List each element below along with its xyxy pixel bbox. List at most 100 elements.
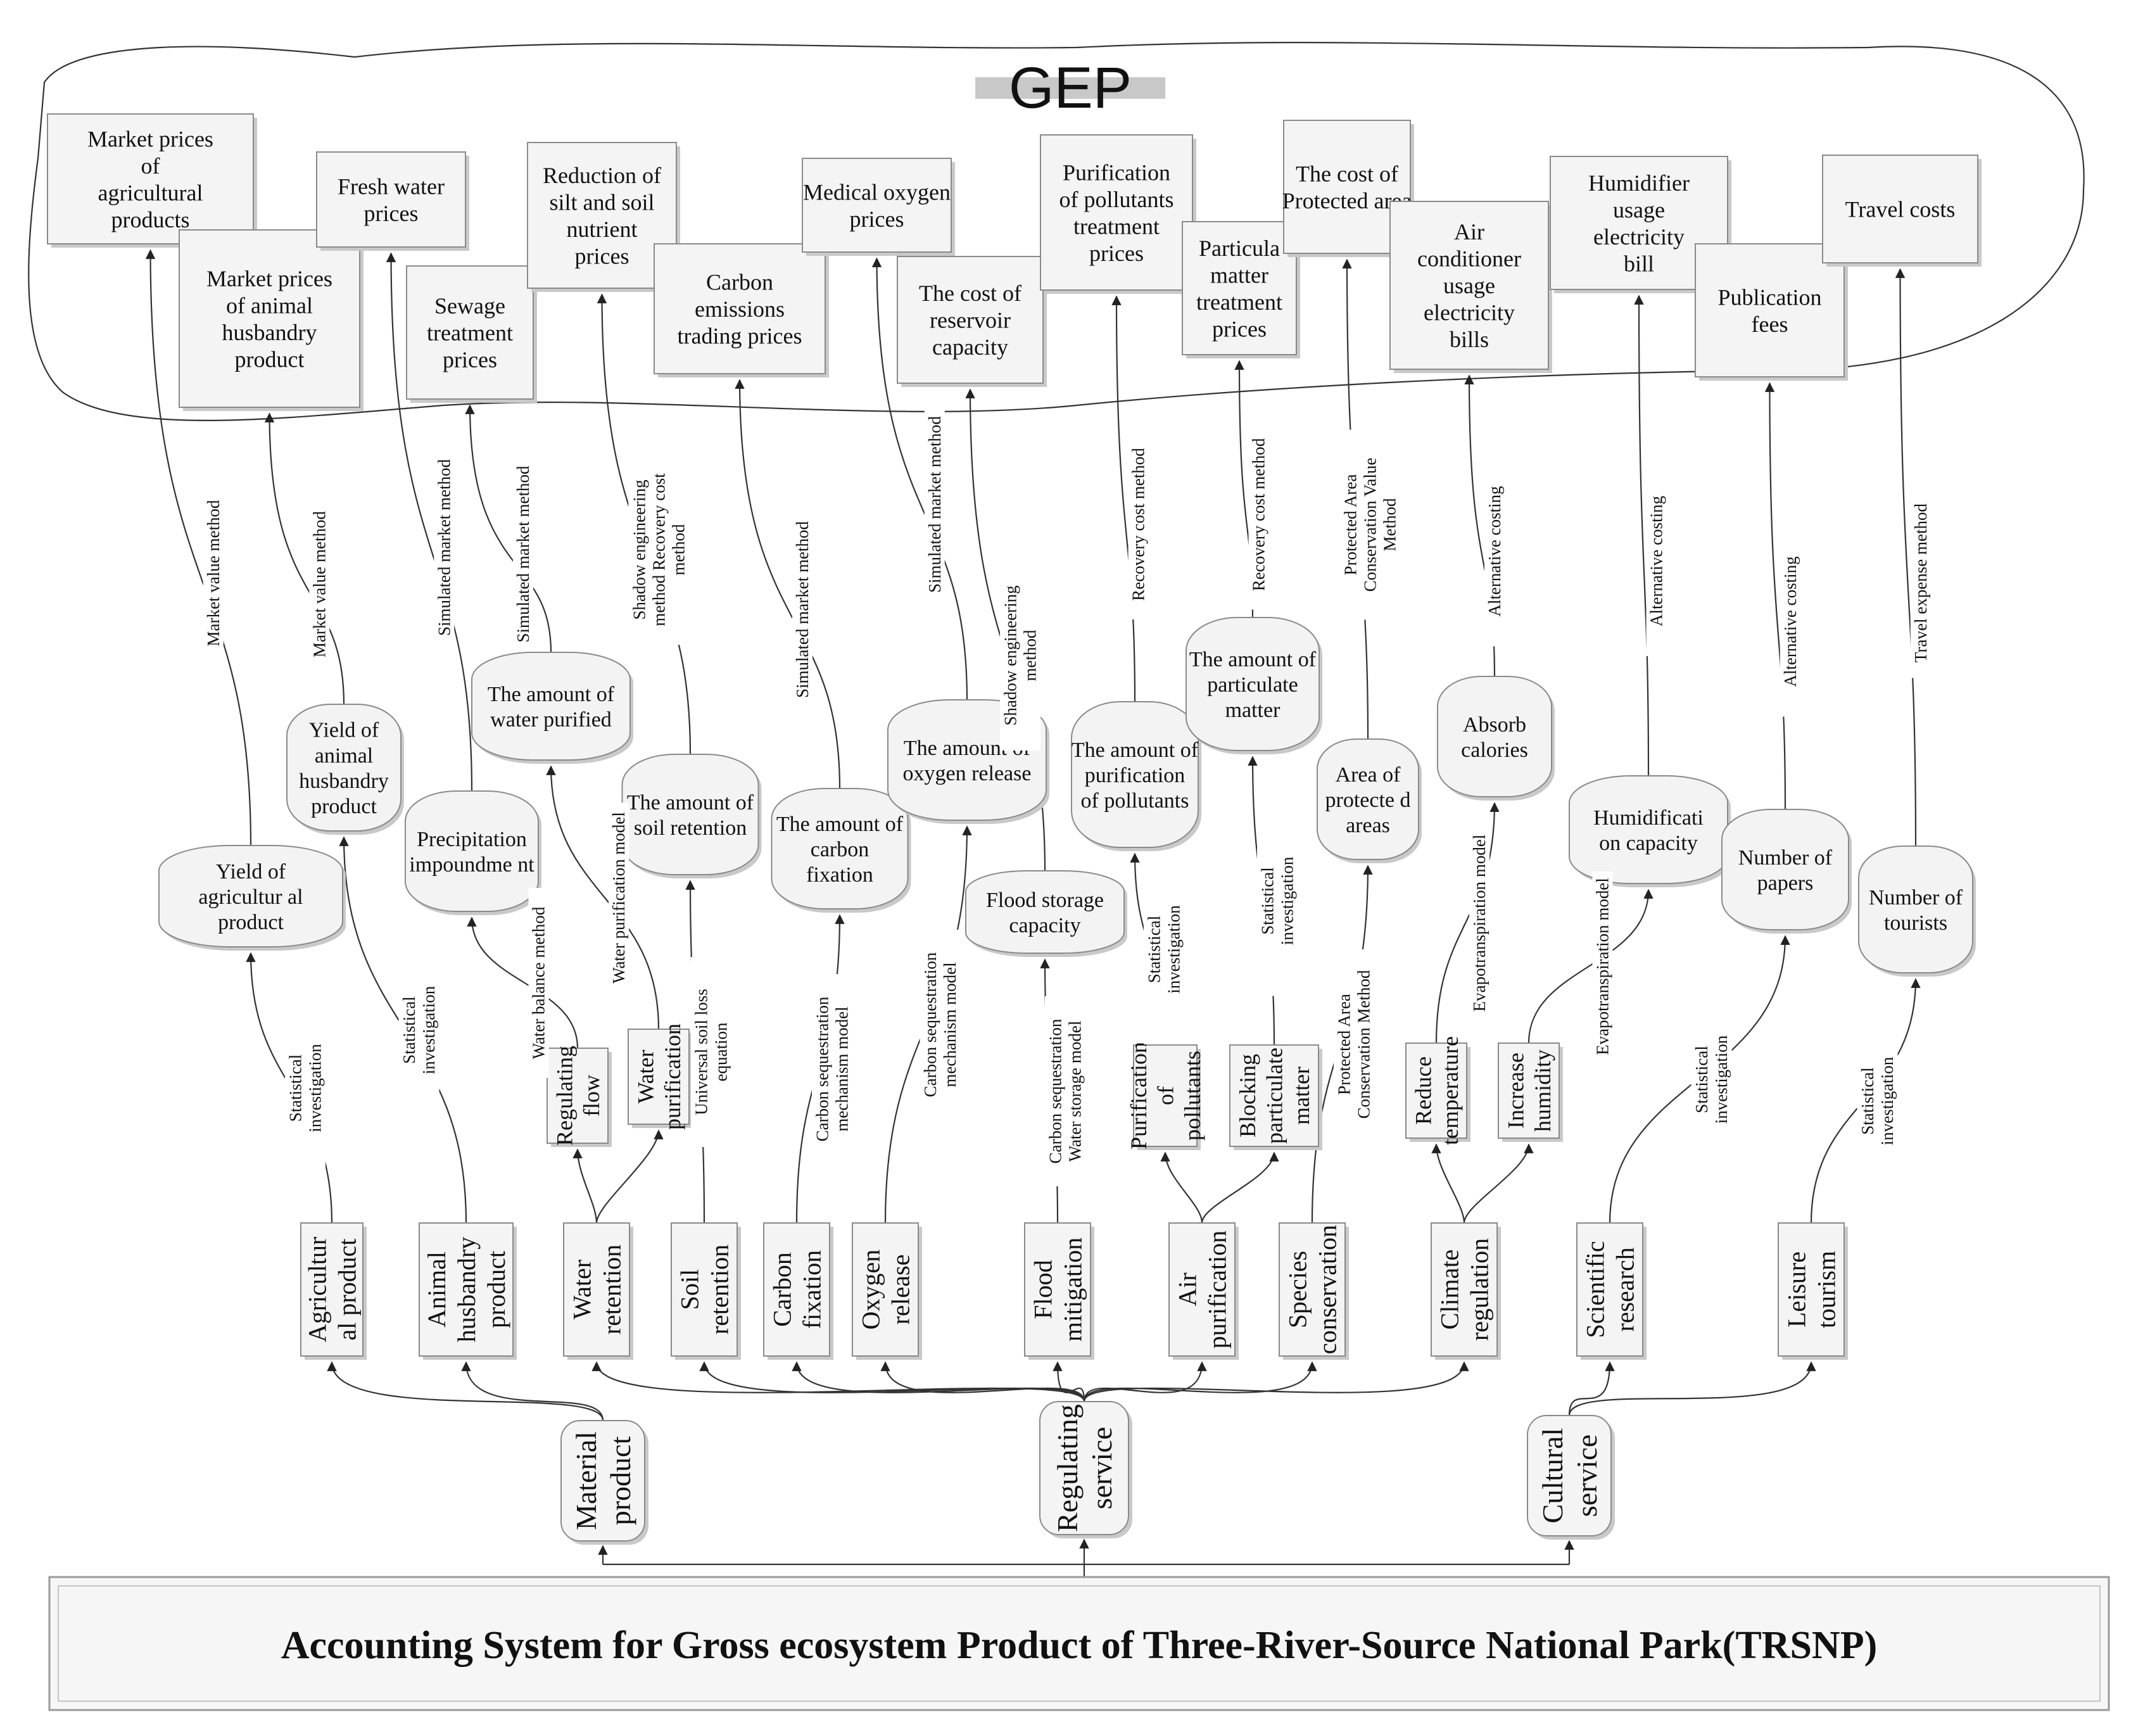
quantity-q_absorb-arrow bbox=[1435, 802, 1500, 1044]
price-p_pub-method-bg bbox=[1780, 526, 1800, 717]
price-p_oxygen-method-bg bbox=[924, 409, 945, 600]
service-animal bbox=[419, 1222, 517, 1360]
quantity-q_carbon bbox=[771, 788, 911, 913]
quantity-q_papers-method: Statisticalinvestigation bbox=[1691, 984, 1732, 1175]
quantity-q_oxygen-method-bg bbox=[920, 930, 961, 1120]
service-species-label-text: Speciesconservation bbox=[1283, 1225, 1341, 1354]
quantity-q_poll bbox=[1071, 701, 1201, 851]
price-p_pub bbox=[1695, 243, 1848, 381]
category-cultural-label: Culturalservice bbox=[1536, 1428, 1603, 1524]
service-soil_ret bbox=[671, 1222, 741, 1360]
quantity-q_precip-arrow bbox=[467, 916, 579, 1049]
price-p_silt-method-text: Shadow engineeringmethod Recovery costme… bbox=[629, 473, 688, 626]
service-sci-arrow bbox=[1568, 1361, 1615, 1416]
quantity-q_tourists-body bbox=[1858, 846, 1973, 973]
quantity-q_humid bbox=[1569, 775, 1731, 887]
price-p_carbon-box bbox=[654, 243, 826, 374]
quantity-q_soil-method-bg bbox=[691, 957, 731, 1147]
price-p_aircon-method: Alternative costing bbox=[1484, 456, 1505, 647]
title-banner-inner bbox=[58, 1585, 2101, 1702]
price-p_travel-arrow bbox=[1895, 268, 1917, 847]
service-water_ret-label: Waterretention bbox=[567, 1245, 626, 1334]
price-p_aircon-method-bg bbox=[1484, 456, 1505, 647]
quantity-q_animal-method-bg bbox=[398, 935, 439, 1125]
subservice-water_pur bbox=[628, 1029, 693, 1128]
quantity-q_precip-method-text: Water balance method bbox=[529, 906, 548, 1059]
service-climate bbox=[1431, 1222, 1501, 1360]
diagram-title: Accounting System for Gross ecosystem Pr… bbox=[281, 1624, 1877, 1667]
quantity-q_agri-body bbox=[158, 845, 343, 947]
service-water_ret-box bbox=[563, 1222, 630, 1357]
title-banner: Accounting System for Gross ecosystem Pr… bbox=[48, 1576, 2110, 1711]
price-p_carbon bbox=[654, 243, 829, 377]
quantity-q_precip-body bbox=[405, 790, 539, 912]
quantity-q_papers-method-bg bbox=[1691, 984, 1732, 1175]
price-p_humid-method: Alternative costing bbox=[1646, 466, 1667, 656]
quantity-q_protect-body bbox=[1317, 738, 1419, 860]
category-regulating-box bbox=[1039, 1401, 1129, 1535]
price-p_agri-box bbox=[47, 113, 254, 244]
subservice-block_pm-arrow bbox=[1201, 1151, 1279, 1224]
subservice-inc_hum-arrow bbox=[1463, 1143, 1534, 1224]
quantity-q_precip-method: Water balance method bbox=[528, 888, 549, 1078]
subservice-inc_hum-box bbox=[1498, 1042, 1560, 1139]
subservice-reg_flow-label: Regulatingflow bbox=[552, 1046, 604, 1146]
price-p_travel-method-text: Travel expense method bbox=[1911, 504, 1930, 662]
price-p_oxygen bbox=[802, 158, 955, 256]
gep-cloud-outline bbox=[28, 42, 2085, 421]
quantity-q_water_pur-body bbox=[471, 652, 631, 761]
service-sci-label-text: Scientificresearch bbox=[1581, 1241, 1639, 1338]
price-p_aircon-method-text: Alternative costing bbox=[1485, 486, 1504, 616]
service-air_pur-label: Airpurification bbox=[1173, 1231, 1231, 1349]
price-p_animal-method-bg bbox=[309, 489, 330, 680]
price-p_sewage-method-bg bbox=[513, 459, 533, 649]
price-p_protect-method-text: Protected AreaConservation ValueMethod bbox=[1341, 458, 1400, 592]
quantity-q_agri bbox=[158, 845, 346, 951]
gep-label: GEP bbox=[1009, 56, 1132, 120]
service-carbon_fix-label-text: Carbonfixation bbox=[768, 1250, 826, 1329]
price-p_animal bbox=[179, 229, 364, 411]
service-sci-box bbox=[1576, 1222, 1643, 1357]
service-oxygen_rel bbox=[852, 1222, 922, 1360]
service-soil_ret-arrow bbox=[699, 1361, 1085, 1402]
quantity-q_animal-method: Statisticalinvestigation bbox=[398, 935, 439, 1125]
quantity-q_water_pur bbox=[471, 652, 633, 764]
quantity-q_absorb-body bbox=[1437, 676, 1552, 797]
subservice-block_pm bbox=[1229, 1044, 1322, 1150]
price-p_silt-method: Shadow engineeringmethod Recovery costme… bbox=[628, 455, 690, 645]
service-water_ret bbox=[563, 1222, 633, 1360]
service-water_ret-arrow bbox=[591, 1361, 1085, 1402]
quantity-q_agri-method-text: Statisticalinvestigation bbox=[286, 1044, 325, 1132]
service-leisure-box bbox=[1778, 1222, 1845, 1357]
price-p_animal-method-text: Market value method bbox=[310, 511, 329, 657]
price-p_poll-arrow bbox=[1111, 295, 1136, 702]
service-flood_mit-label: Floodmitigation bbox=[1028, 1238, 1087, 1341]
price-p_fresh bbox=[316, 151, 469, 251]
subservice-block_pm-label-text: Blockingparticulatematter bbox=[1235, 1048, 1314, 1144]
category-material bbox=[560, 1420, 648, 1545]
service-agri-label-text: Agricultural product bbox=[303, 1237, 361, 1343]
subservice-red_temp-label-text: Reducetemperature bbox=[1410, 1036, 1462, 1145]
quantity-q_poll-body bbox=[1071, 701, 1199, 848]
price-p_fresh-method-bg bbox=[434, 452, 455, 643]
subservice-reg_flow bbox=[547, 1048, 612, 1147]
